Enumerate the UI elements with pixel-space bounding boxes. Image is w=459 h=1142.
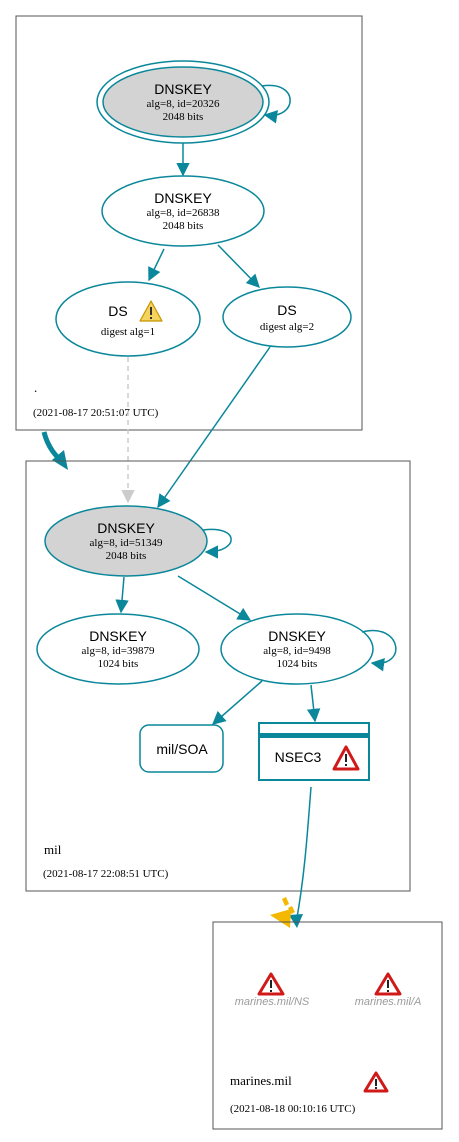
node-mil-zsk-9498[interactable]: DNSKEY alg=8, id=9498 1024 bits (220, 613, 374, 685)
zone-root-timestamp: (2021-08-17 20:51:07 UTC) (33, 407, 159, 419)
node-mil-zsk-9498-line2: 1024 bits (277, 658, 318, 670)
zone-mil-border (25, 460, 411, 892)
zone-marines-timestamp: (2021-08-18 00:10:16 UTC) (230, 1103, 356, 1115)
zone-marines: marines.mil (2021-08-18 00:10:16 UTC) (212, 921, 443, 1130)
edge-root-ksk-self (261, 84, 291, 124)
node-mil-ksk-line2: 2048 bits (106, 550, 147, 562)
node-marines-ns-title: marines.mil/NS (235, 996, 310, 1008)
edge-mil-ksk-to-zsk1 (115, 576, 129, 614)
node-mil-ksk-title: DNSKEY (97, 520, 155, 536)
zone-root-name: . (34, 380, 37, 395)
edge-nsec3-arrowhead (289, 914, 303, 928)
node-mil-ksk-line1: alg=8, id=51349 (90, 537, 163, 549)
node-root-zsk-title: DNSKEY (154, 190, 212, 206)
edge-zsk2-to-soa (211, 680, 263, 725)
node-mil-zsk-9498-line1: alg=8, id=9498 (263, 645, 331, 657)
node-root-zsk-line1: alg=8, id=26838 (147, 207, 220, 219)
node-mil-zsk-39879-line1: alg=8, id=39879 (82, 645, 155, 657)
node-ds-alg1-line1: digest alg=1 (101, 326, 155, 338)
node-mil-soa[interactable]: mil/SOA (139, 724, 224, 773)
node-root-ksk-title: DNSKEY (154, 81, 212, 97)
node-root-ksk-line1: alg=8, id=20326 (147, 98, 220, 110)
edge-mil-zsk2-self (361, 629, 397, 672)
zone-root-border (15, 15, 363, 431)
node-marines-ns[interactable]: marines.mil/NS (235, 972, 310, 1008)
node-root-zsk[interactable]: DNSKEY alg=8, id=26838 2048 bits (101, 175, 265, 247)
zone-marines-error-icon (363, 1071, 389, 1093)
node-root-ksk-line2: 2048 bits (163, 111, 204, 123)
edge-zsk-to-ds2 (217, 244, 260, 288)
node-nsec3[interactable]: NSEC3 (258, 722, 370, 781)
edge-zsk2-to-nsec3 (306, 684, 321, 723)
node-nsec3-title: NSEC3 (275, 749, 322, 765)
node-mil-zsk-39879-line2: 1024 bits (98, 658, 139, 670)
error-icon (332, 745, 360, 771)
node-mil-zsk-39879[interactable]: DNSKEY alg=8, id=39879 1024 bits (36, 613, 200, 685)
edge-zsk-to-ds1 (148, 248, 165, 282)
zone-mil: mil (2021-08-17 22:08:51 UTC) (25, 460, 411, 892)
edge-mil-ksk-to-zsk2 (177, 575, 252, 621)
node-ds-alg1-title: DS (108, 303, 127, 319)
node-mil-soa-title: mil/SOA (156, 741, 208, 757)
node-mil-ksk[interactable]: DNSKEY alg=8, id=51349 2048 bits (44, 505, 208, 577)
node-ds-alg2-line1: digest alg=2 (260, 321, 314, 333)
node-ds-alg2-title: DS (277, 302, 296, 318)
zone-root: . (2021-08-17 20:51:07 UTC) (15, 15, 363, 431)
node-ds-alg1[interactable]: DS digest alg=1 (55, 281, 201, 357)
zone-marines-border (212, 921, 443, 1130)
delegation-warning-arrow (270, 897, 295, 928)
node-mil-zsk-9498-title: DNSKEY (268, 628, 326, 644)
edge-mil-ksk-self (202, 528, 232, 559)
warning-icon (139, 300, 163, 322)
node-ds-alg2[interactable]: DS digest alg=2 (222, 286, 352, 348)
delegation-arrowhead (52, 450, 68, 470)
node-root-zsk-line2: 2048 bits (163, 220, 204, 232)
error-icon (374, 972, 402, 996)
zone-mil-name: mil (44, 842, 62, 857)
node-marines-a[interactable]: marines.mil/A (355, 972, 422, 1008)
zone-marines-name: marines.mil (230, 1073, 292, 1088)
error-icon (257, 972, 285, 996)
node-marines-a-title: marines.mil/A (355, 996, 422, 1008)
node-mil-zsk-39879-title: DNSKEY (89, 628, 147, 644)
edge-ds2-to-mil-ksk (157, 346, 271, 509)
node-root-ksk[interactable]: DNSKEY alg=8, id=20326 2048 bits (96, 60, 270, 144)
edge-nsec3-to-marines (295, 786, 312, 924)
zone-mil-timestamp: (2021-08-17 22:08:51 UTC) (43, 868, 169, 880)
